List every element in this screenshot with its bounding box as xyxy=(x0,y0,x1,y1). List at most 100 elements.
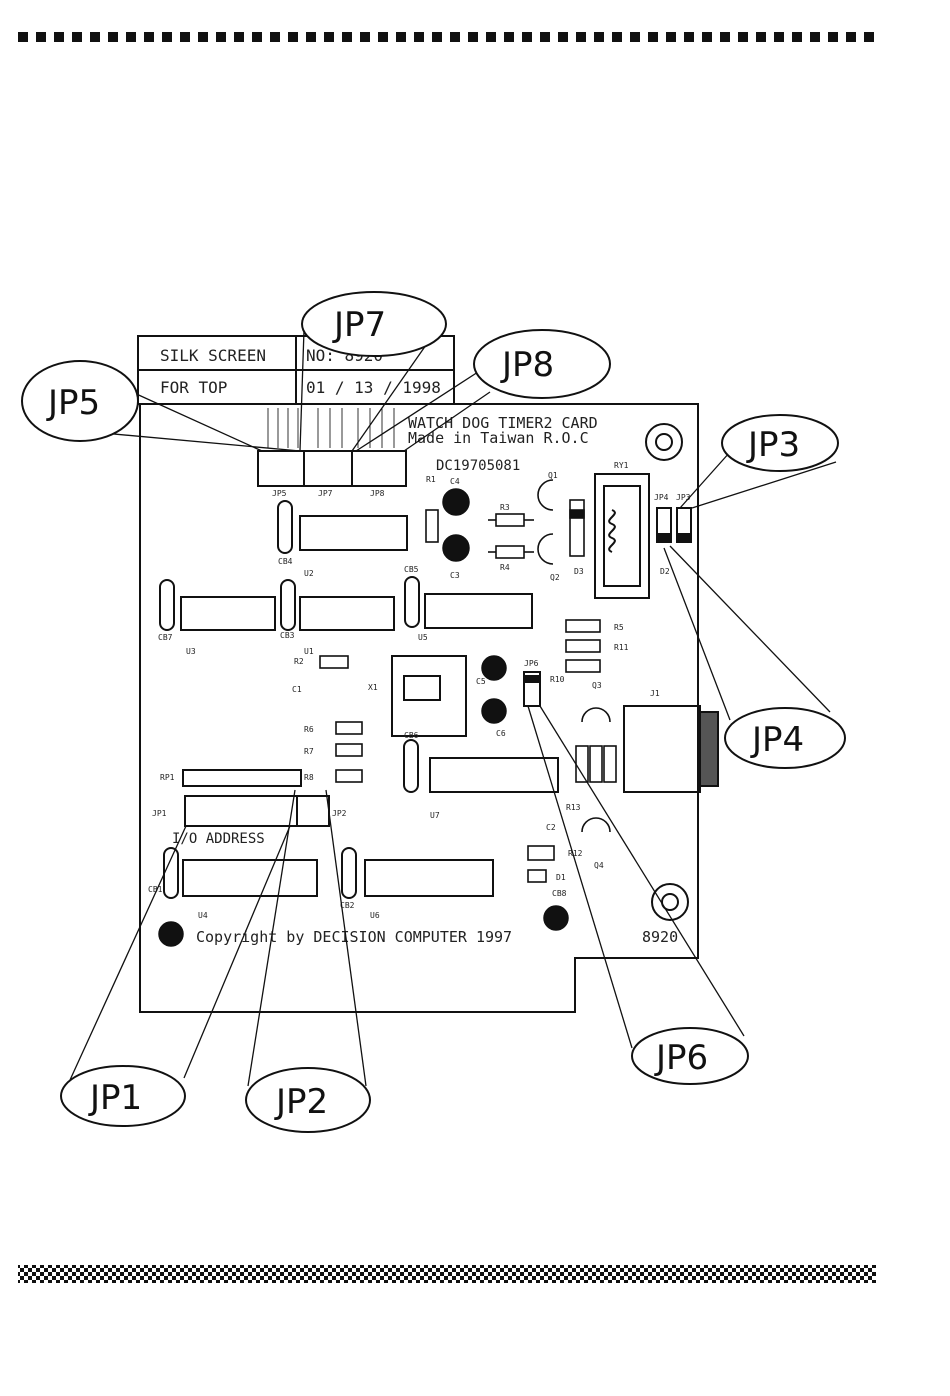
label-r6: R6 xyxy=(304,725,314,734)
label-cb7: CB7 xyxy=(158,633,173,642)
ic-jp1-block xyxy=(184,795,298,827)
callout-jp5: JP5 xyxy=(46,383,100,423)
relay-ry1 xyxy=(594,473,650,599)
ic-u7 xyxy=(429,757,559,793)
label-u5: U5 xyxy=(418,633,428,642)
board-title: WATCH DOG TIMER2 CARD xyxy=(408,414,598,432)
cb7 xyxy=(159,579,175,631)
label-q2: Q2 xyxy=(550,573,560,582)
label-r11: R11 xyxy=(614,643,629,652)
connector-j1 xyxy=(623,705,719,793)
label-r7: R7 xyxy=(304,747,314,756)
callout-jp3: JP3 xyxy=(746,425,800,465)
callout-bubble-jp2 xyxy=(245,1067,371,1133)
cb4 xyxy=(277,500,293,554)
label-r2: R2 xyxy=(294,657,304,666)
cb1 xyxy=(163,847,179,899)
cb8 xyxy=(404,576,420,628)
io-address-label: I/O ADDRESS xyxy=(172,831,265,847)
ic-u2 xyxy=(299,515,408,551)
copyright-text: Copyright by DECISION COMPUTER 1997 xyxy=(196,928,512,946)
header-label-jp7: JP7 xyxy=(318,489,333,498)
label-x1: X1 xyxy=(368,683,378,692)
mounting-holes xyxy=(645,423,689,921)
callout-jp1: JP1 xyxy=(88,1078,142,1118)
label-u6: U6 xyxy=(370,911,380,920)
diode-d3 xyxy=(569,499,585,557)
callout-jp6: JP6 xyxy=(654,1038,708,1078)
c6 xyxy=(481,698,507,724)
label-r10: R10 xyxy=(550,675,565,684)
label-q4: Q4 xyxy=(594,861,604,870)
callout-bubble-jp7 xyxy=(301,291,447,357)
cb2 xyxy=(341,847,357,899)
c-left xyxy=(158,921,184,947)
label-jp6: JP6 xyxy=(524,659,539,668)
callout-bubble-jp1 xyxy=(60,1065,186,1127)
label-ry1: RY1 xyxy=(614,461,629,470)
label-jp3: JP3 xyxy=(676,493,691,502)
callout-jp7: JP7 xyxy=(332,305,386,345)
label-cb6: CB6 xyxy=(404,731,419,740)
header-label-jp8: JP8 xyxy=(370,489,385,498)
label-u1: U1 xyxy=(304,647,314,656)
label-c4: C4 xyxy=(450,477,460,486)
board-origin: Made in Taiwan R.O.C xyxy=(408,429,589,447)
ic-u5 xyxy=(299,596,395,631)
label-c2: C2 xyxy=(546,823,556,832)
electrolytic-capacitors xyxy=(158,488,569,947)
ic-u4 xyxy=(182,859,318,897)
cb3 xyxy=(280,579,296,631)
label-cb2: CB2 xyxy=(340,901,355,910)
label-r5: R5 xyxy=(614,623,624,632)
label-r1: R1 xyxy=(426,475,436,484)
callout-bubble-jp5 xyxy=(21,360,139,442)
for-top-label: FOR TOP xyxy=(160,378,227,397)
callout-jp4: JP4 xyxy=(750,720,804,760)
callout-bubble-jp6 xyxy=(631,1027,749,1085)
cb6 xyxy=(403,739,419,793)
bottom-checker-border xyxy=(18,1265,876,1283)
label-r4: R4 xyxy=(500,563,510,572)
header-pin-labels xyxy=(267,408,395,448)
jumper-header-blocks xyxy=(257,450,407,487)
callout-leader-lines xyxy=(69,324,837,1087)
small-jumpers xyxy=(523,507,692,707)
ic-u6 xyxy=(424,593,533,629)
label-d2: D2 xyxy=(660,567,670,576)
callout-jp8: JP8 xyxy=(500,345,554,385)
label-jp1: JP1 xyxy=(152,809,167,818)
board-outline xyxy=(139,403,699,1013)
transistors xyxy=(537,479,611,833)
label-c6: C6 xyxy=(496,729,506,738)
jp2-block xyxy=(296,795,330,827)
header-label-jp5: JP5 xyxy=(272,489,287,498)
c8 xyxy=(543,905,569,931)
silk-screen-label: SILK SCREEN xyxy=(160,346,266,365)
ic-u8 xyxy=(364,859,494,897)
label-u4: U4 xyxy=(198,911,208,920)
label-d1: D1 xyxy=(556,873,566,882)
label-jp2: JP2 xyxy=(332,809,347,818)
label-r8: R8 xyxy=(304,773,314,782)
label-rp1: RP1 xyxy=(160,773,175,782)
label-u7: U7 xyxy=(430,811,440,820)
label-cb3: CB3 xyxy=(280,631,295,640)
label-jp4: JP4 xyxy=(654,493,669,502)
top-dotted-border xyxy=(18,32,880,44)
label-r3: R3 xyxy=(500,503,510,512)
callout-jp2: JP2 xyxy=(274,1082,328,1122)
c4 xyxy=(442,488,470,516)
model-number: 8920 xyxy=(642,928,678,946)
label-d3: D3 xyxy=(574,567,584,576)
callout-bubble-jp4 xyxy=(724,707,846,769)
label-r13: R13 xyxy=(566,803,581,812)
label-u3: U3 xyxy=(186,647,196,656)
label-r12: R12 xyxy=(568,849,583,858)
label-cb1: CB1 xyxy=(148,885,163,894)
label-c3: C3 xyxy=(450,571,460,580)
board-serial: DC19705081 xyxy=(436,458,520,474)
callout-ellipses xyxy=(21,291,846,1133)
ic-u3 xyxy=(180,596,276,631)
